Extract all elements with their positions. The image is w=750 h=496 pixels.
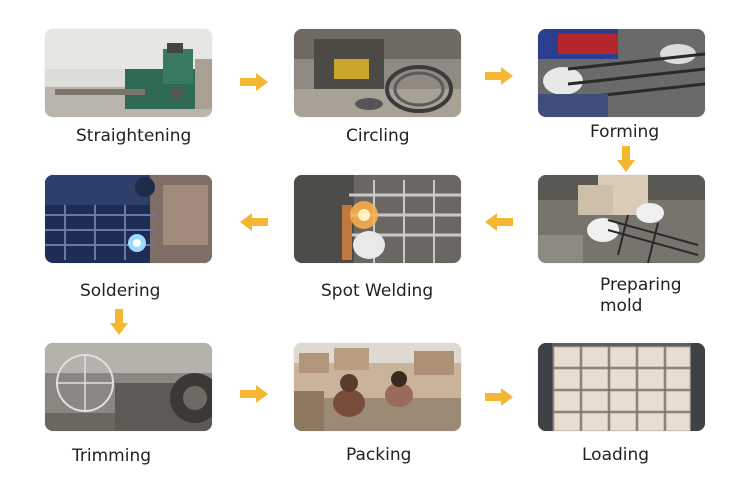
arrow-icon [240, 385, 268, 403]
packing-photo [294, 343, 461, 431]
forming-label: Forming [590, 122, 660, 142]
loading-label: Loading [582, 445, 650, 465]
forming-photo [538, 29, 705, 117]
packing-label: Packing [346, 445, 412, 465]
arrow-icon [617, 146, 635, 172]
arrow-icon [485, 67, 513, 85]
preparing-mold-label-line1: Preparing [600, 275, 682, 295]
spot-welding-photo [294, 175, 461, 263]
arrow-icon [485, 388, 513, 406]
spot-welding-label: Spot Welding [321, 281, 434, 301]
arrow-icon [240, 213, 268, 231]
straightening-label: Straightening [76, 126, 192, 146]
preparing-mold-label-line2: mold [600, 296, 643, 316]
straightening-photo [45, 29, 212, 117]
arrow-icon [110, 309, 128, 335]
preparing-mold-photo [538, 175, 705, 263]
arrow-icon [240, 73, 268, 91]
arrow-icon [485, 213, 513, 231]
trimming-photo [45, 343, 212, 431]
trimming-label: Trimming [72, 446, 152, 466]
circling-photo [294, 29, 461, 117]
soldering-label: Soldering [80, 281, 161, 301]
circling-label: Circling [346, 126, 410, 146]
soldering-photo [45, 175, 212, 263]
loading-photo [538, 343, 705, 431]
